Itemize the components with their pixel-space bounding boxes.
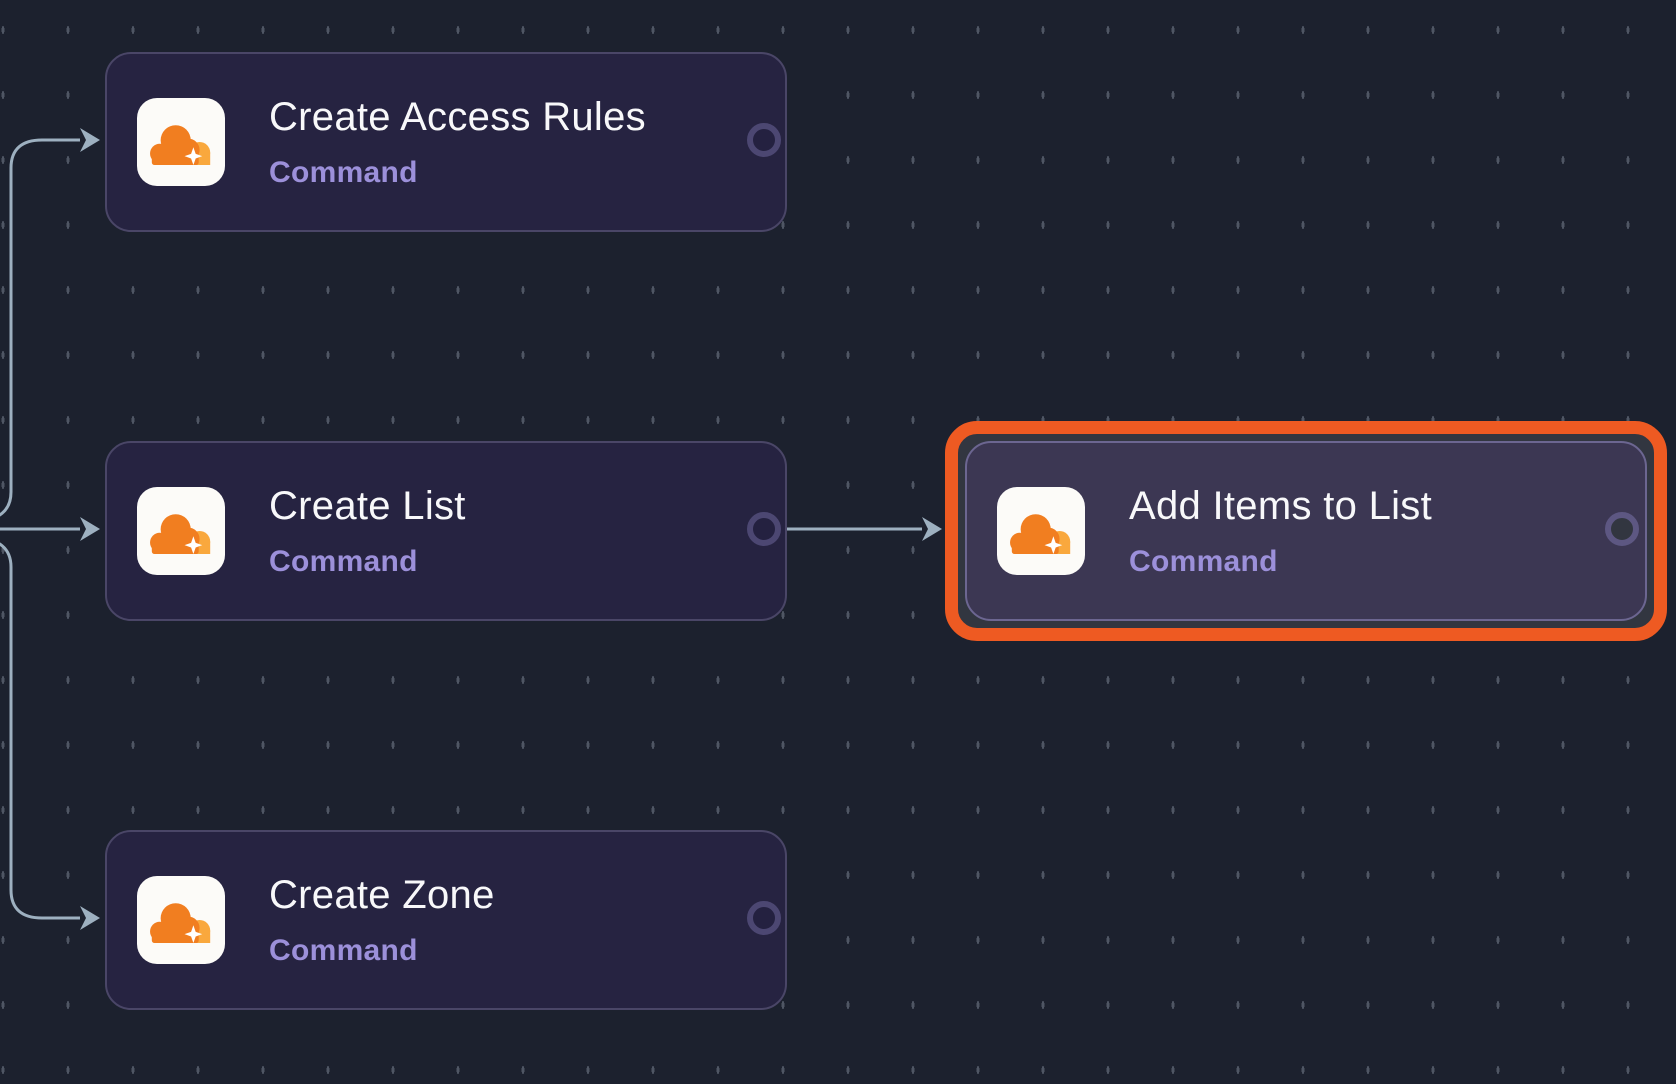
- output-port-create-zone[interactable]: [747, 901, 781, 935]
- edge-to-create-zone: [0, 542, 100, 930]
- node-create-access-rules[interactable]: Create Access Rules Command: [105, 52, 787, 232]
- node-add-items-to-list[interactable]: Add Items to List Command: [965, 441, 1647, 621]
- cloudflare-icon: [137, 98, 225, 186]
- output-port-create-list[interactable]: [747, 512, 781, 546]
- node-subtitle: Command: [269, 934, 418, 967]
- node-title: Create List: [269, 484, 466, 528]
- selection-outline: Add Items to List Command: [945, 421, 1667, 641]
- cloudflare-icon: [137, 876, 225, 964]
- node-create-list[interactable]: Create List Command: [105, 441, 787, 621]
- node-title: Create Zone: [269, 873, 495, 917]
- output-port-create-access-rules[interactable]: [747, 123, 781, 157]
- node-create-zone[interactable]: Create Zone Command: [105, 830, 787, 1010]
- output-port-add-items-to-list[interactable]: [1605, 512, 1639, 546]
- node-subtitle: Command: [1129, 545, 1278, 578]
- node-title: Add Items to List: [1129, 484, 1433, 528]
- node-subtitle: Command: [269, 545, 418, 578]
- cloudflare-icon: [997, 487, 1085, 575]
- edge-to-create-access-rules: [0, 128, 100, 517]
- node-subtitle: Command: [269, 156, 418, 189]
- cloudflare-icon: [137, 487, 225, 575]
- node-title: Create Access Rules: [269, 95, 646, 139]
